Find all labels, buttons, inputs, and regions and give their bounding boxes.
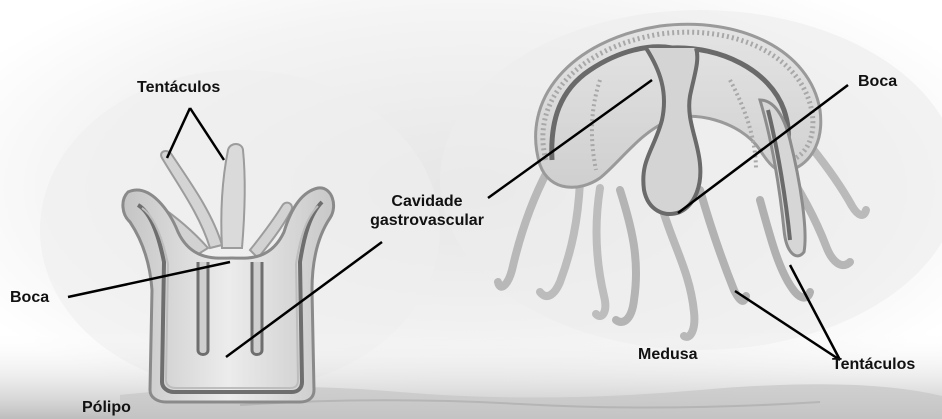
polyp-tentacles-label: Tentáculos bbox=[137, 78, 220, 97]
polyp-septum bbox=[252, 262, 262, 355]
polyp-name-label: Pólipo bbox=[82, 398, 131, 417]
polyp-mouth-label: Boca bbox=[10, 288, 49, 307]
medusa-mouth-label: Boca bbox=[858, 72, 897, 91]
polyp-septum bbox=[198, 262, 208, 355]
medusa-name-label: Medusa bbox=[638, 345, 698, 364]
gastrovascular-label-line1: Cavidade bbox=[352, 192, 502, 211]
gastrovascular-cavity-label: Cavidade gastrovascular bbox=[352, 192, 502, 230]
gastrovascular-label-line2: gastrovascular bbox=[352, 211, 502, 230]
medusa-tentacles-label: Tentáculos bbox=[832, 355, 915, 374]
